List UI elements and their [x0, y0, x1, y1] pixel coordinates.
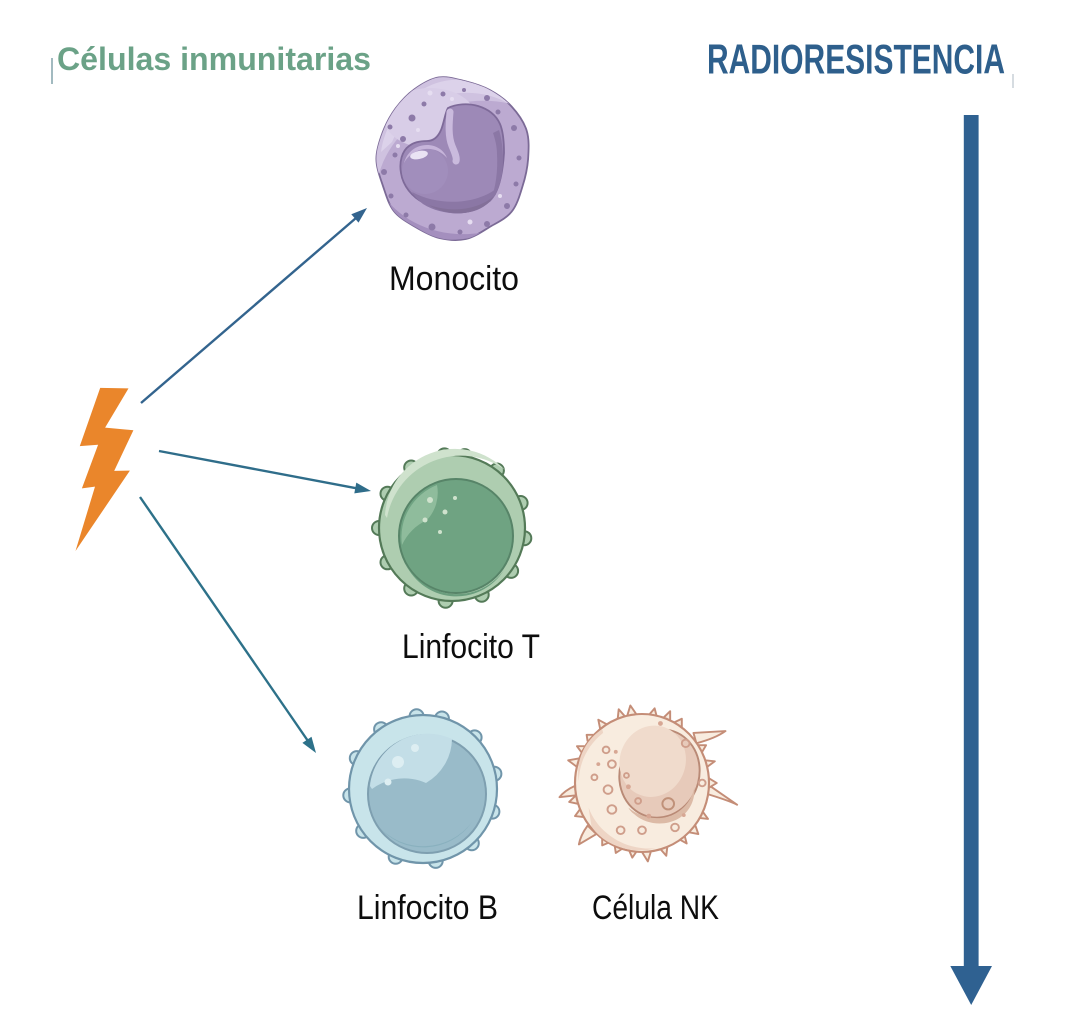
svg-text:Linfocito T: Linfocito T — [402, 628, 540, 666]
svg-text:Linfocito B: Linfocito B — [357, 889, 498, 927]
svg-text:Monocito: Monocito — [389, 260, 519, 298]
svg-text:Células inmunitarias: Células inmunitarias — [57, 41, 371, 77]
svg-text:Célula NK: Célula NK — [592, 889, 719, 927]
svg-text:RADIORESISTENCIA: RADIORESISTENCIA — [707, 36, 1005, 83]
